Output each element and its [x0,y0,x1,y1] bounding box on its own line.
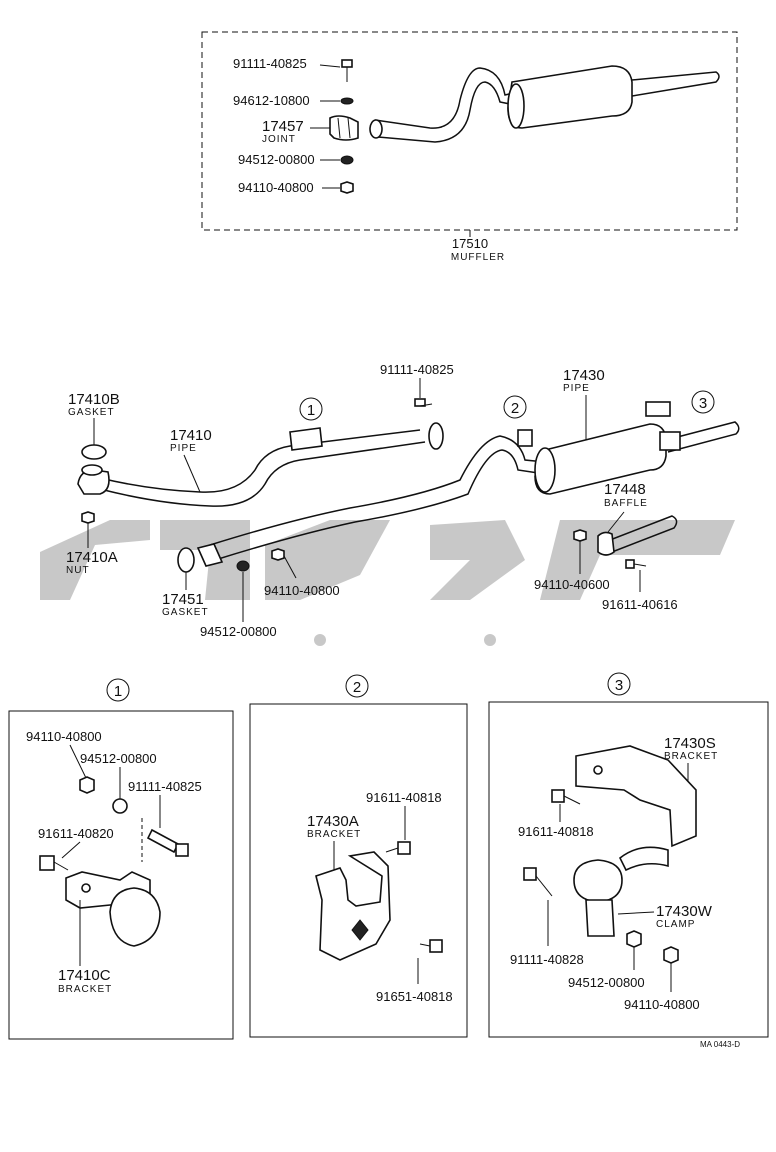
part-label: 94512-00800 [80,751,157,766]
detail-callout-number: 2 [353,679,361,696]
part-description: BRACKET [58,984,112,995]
part-label: 91611-40820 [38,826,114,841]
front-pipe-drawing [77,422,546,567]
part-label: 94110-40800 [26,729,102,744]
part-nut-94110-40800: 94110-40800 [238,180,354,195]
part-label: 94110-40800 [624,997,700,1012]
bolt-icon [146,828,180,854]
clamp-17430W-drawing [573,859,623,903]
part-description: BAFFLE [604,498,648,509]
part-label: 17410 [170,427,212,444]
part-label: 94512-00800 [568,975,645,990]
callout-3-main[interactable]: 3 [691,390,715,414]
main-exhaust-assembly: 17410B GASKET 17410 PIPE 17410A NUT 1745… [66,362,740,639]
part-label: 91111-40825 [128,779,202,794]
part-label: 94612-10800 [233,93,310,108]
bolt-icon [523,867,537,881]
part-label: 17430S [664,735,716,752]
nut-icon [79,776,95,794]
part-label: 17410C [58,967,111,984]
part-label: 17451 [162,591,204,608]
part-label: 91111-40825 [233,56,307,71]
part-description: GASKET [68,407,115,418]
washer-icon [626,930,642,948]
part-label: 17448 [604,481,646,498]
callout-2-main[interactable]: 2 [503,395,527,419]
part-label: 94110-40800 [264,583,340,598]
nut-icon [663,946,679,964]
part-label: 91111-40828 [510,952,584,967]
part-description: BRACKET [307,829,361,840]
part-description: NUT [66,565,90,576]
washer-icon [112,798,128,814]
part-label: 17430W [656,903,713,920]
label-94110-40800: 94110-40800 [264,548,340,598]
part-description: JOINT [262,134,296,145]
callout-number: 3 [699,395,707,412]
rear-muffler-drawing [534,401,740,495]
part-label: 94110-40600 [534,577,610,592]
baffle-drawing [597,511,678,556]
part-description: GASKET [162,607,209,618]
label-17410A-nut: 17410A NUT [66,511,118,576]
part-joint-17457: 17457 JOINT [262,115,359,145]
part-label: 91611-40818 [366,790,442,805]
part-washer-94612-10800: 94612-10800 [233,93,354,108]
part-label: 94110-40800 [238,180,314,195]
part-label: 91611-40818 [518,824,594,839]
bracket-17430A-drawing [315,851,391,961]
part-label: 17430A [307,813,359,830]
part-label: 17457 [262,118,304,135]
muffler-description: MUFFLER [451,252,505,263]
callout-number: 1 [307,402,315,419]
bolt-icon [39,855,55,871]
label-91111-40825: 91111-40825 [380,362,454,407]
callout-1-main[interactable]: 1 [299,397,323,421]
detail-panel-1: 1 94110-40800 94512-00800 91111-40825 91… [8,678,234,1040]
label-17448-baffle: 17448 BAFFLE [604,481,648,509]
part-label: 17410B [68,391,120,408]
detail-callout-number: 1 [114,683,122,700]
detail-callout-number: 3 [615,677,623,694]
part-description: BRACKET [664,751,718,762]
part-description: PIPE [170,443,197,454]
label-94110-40600: 94110-40600 [534,529,610,592]
part-description: PIPE [563,383,590,394]
part-description: CLAMP [656,919,695,930]
callout-number: 2 [511,400,519,417]
part-label: 94512-00800 [238,152,315,167]
part-label: 94512-00800 [200,624,277,639]
muffler-kit-box: 17510 MUFFLER 91111-40825 94612-10800 [201,31,738,263]
muffler-part-number: 17510 [452,236,488,251]
part-washer-94512-00800: 94512-00800 [238,152,354,167]
part-label: 17410A [66,549,118,566]
part-bolt-91111-40825: 91111-40825 [233,56,353,82]
label-91611-40616: 91611-40616 [602,559,678,612]
bolt-icon [397,841,411,855]
bolt-icon [429,939,443,953]
label-17410B-gasket: 17410B GASKET [68,391,120,460]
label-17430-pipe: 17430 PIPE [563,367,605,440]
part-label: 91651-40818 [376,989,453,1004]
label-94512-00800: 94512-00800 [200,560,277,639]
bolt-icon [551,789,565,803]
part-label: 17430 [563,367,605,384]
part-label: 91611-40616 [602,597,678,612]
detail-panel-3: 3 17430S BRACKET 91611-40818 17430W CLAM… [488,672,769,1038]
label-17410-pipe: 17410 PIPE [170,427,212,493]
label-17451-gasket: 17451 GASKET [162,547,209,618]
watermark-logo [40,520,735,646]
drawing-code: MA 0443-D [700,1040,740,1049]
part-label: 91111-40825 [380,362,454,377]
detail-panel-2: 2 91611-40818 17430A BRACKET 91651-40818 [249,674,468,1038]
bracket-17430S-drawing [575,745,697,848]
muffler-drawing [369,65,720,143]
